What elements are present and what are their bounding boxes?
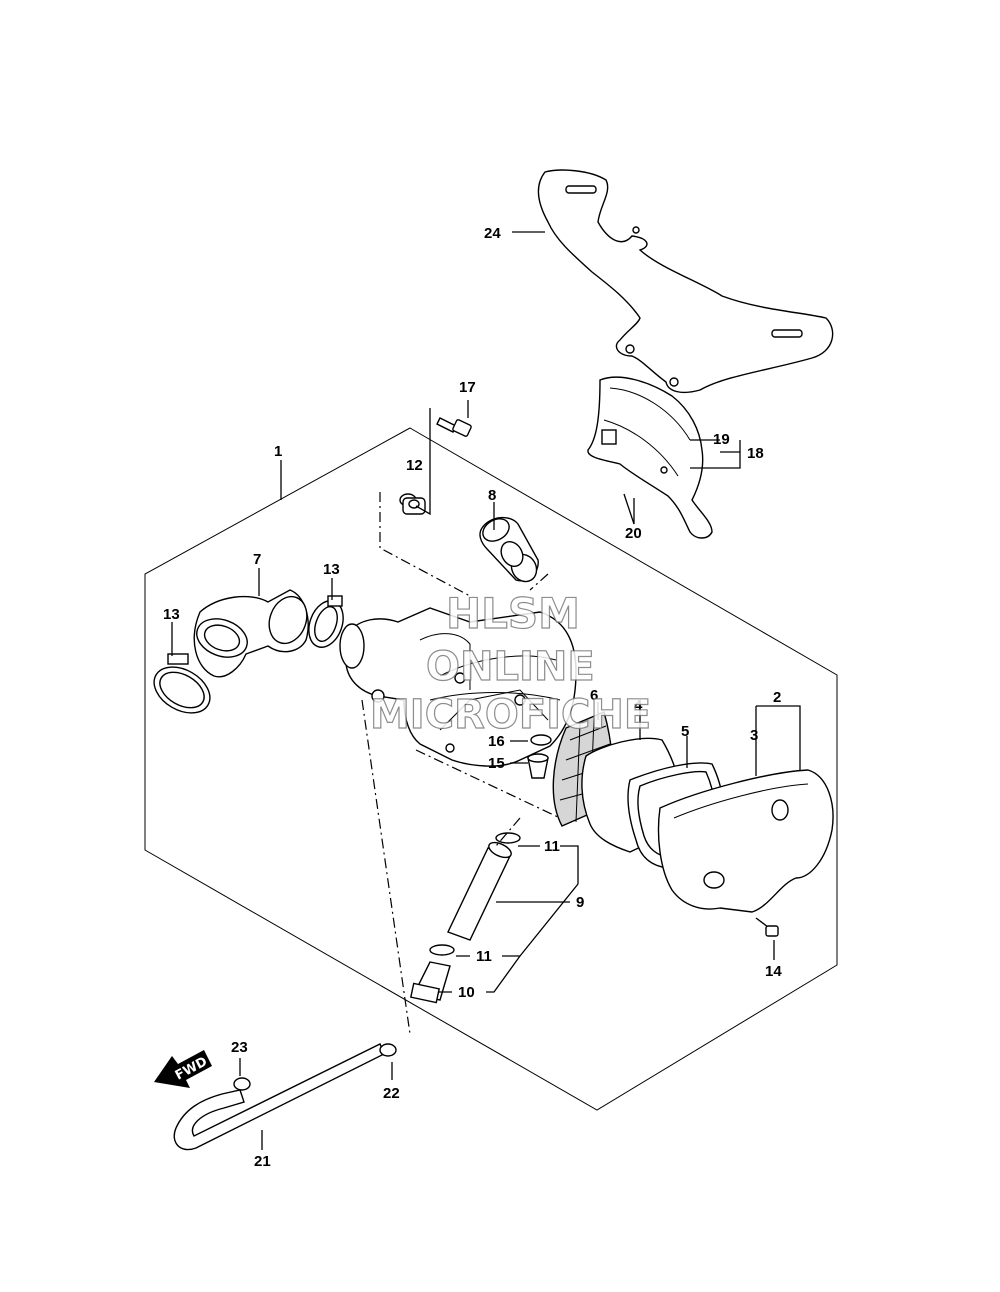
callout-9: 9 (576, 894, 584, 911)
fwd-arrow: FWD (154, 1050, 212, 1088)
screw (755, 917, 779, 937)
callout-23: 23 (231, 1039, 248, 1056)
callout-24: 24 (484, 225, 501, 242)
watermark: HLSM ONLINE MICROFICHE (369, 588, 651, 738)
intake-duct (193, 589, 309, 678)
assembly-boundary (144, 427, 838, 1111)
callout-19: 19 (713, 431, 730, 448)
breather-hose (173, 1043, 385, 1151)
hose-clip-22 (379, 1043, 397, 1057)
callout-22: 22 (383, 1085, 400, 1102)
watermark-line-2: ONLINE (426, 644, 595, 690)
bolt (436, 417, 472, 437)
callout-12: 12 (406, 457, 423, 474)
air-cleaner-case (339, 607, 577, 767)
callout-14: 14 (765, 963, 782, 980)
drain-cap (409, 961, 451, 1004)
callout-3: 3 (750, 727, 758, 744)
callout-13-right: 13 (323, 561, 340, 578)
guide-lines (361, 492, 561, 1035)
callout-10: 10 (458, 984, 475, 1001)
callout-6: 6 (590, 687, 598, 704)
hose-clamp-right (308, 595, 344, 648)
callout-11-upper: 11 (544, 838, 560, 855)
watermark-line-1: HLSM (446, 589, 580, 638)
callout-4: 4 (634, 697, 643, 714)
callout-16: 16 (488, 733, 505, 750)
clip-upper (495, 832, 521, 844)
hose-joint (479, 517, 539, 583)
intake-cover (587, 376, 713, 539)
callout-7: 7 (253, 551, 261, 568)
callout-5: 5 (681, 723, 689, 740)
callout-labels: 1 2 3 4 5 6 7 8 9 10 11 11 12 13 13 14 1… (163, 225, 782, 1170)
callout-17: 17 (459, 379, 476, 396)
outer-cover (657, 769, 834, 913)
o-ring (530, 734, 552, 746)
drain-tube (447, 841, 512, 941)
clip-lower (429, 944, 455, 956)
callout-13-left: 13 (163, 606, 180, 623)
callout-2: 2 (773, 689, 781, 706)
callout-1: 1 (274, 443, 282, 460)
hose-clip-23 (233, 1077, 251, 1091)
callout-11-lower: 11 (476, 948, 492, 965)
drain-plug (527, 753, 549, 779)
grommet (399, 493, 426, 515)
callout-15: 15 (488, 755, 505, 772)
callout-20: 20 (625, 525, 642, 542)
bracket-plate (537, 169, 834, 394)
callout-21: 21 (254, 1153, 271, 1170)
leader-lines (171, 231, 801, 1150)
hose-clamp-left (153, 653, 211, 714)
callout-8: 8 (488, 487, 496, 504)
callout-18: 18 (747, 445, 764, 462)
watermark-line-3: MICROFICHE (370, 692, 651, 738)
